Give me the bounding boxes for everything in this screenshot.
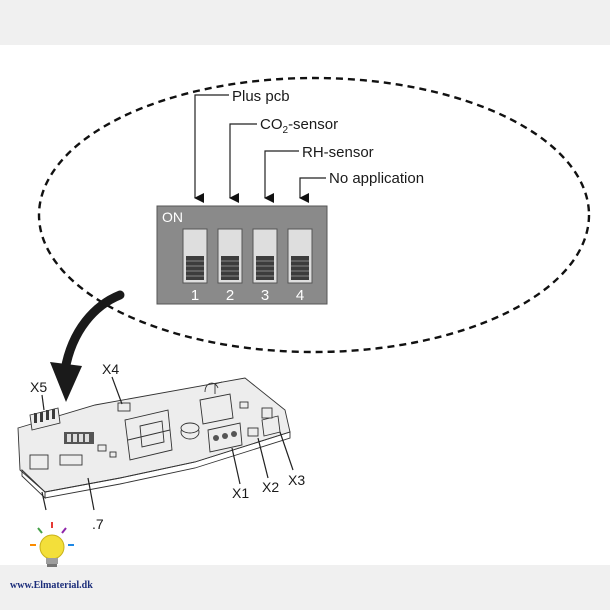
terminal-block-x1 bbox=[207, 422, 243, 453]
connector-x2-body bbox=[247, 427, 259, 437]
leader-x2 bbox=[257, 437, 269, 479]
switch-slot-2 bbox=[217, 228, 243, 284]
on-label: ON bbox=[162, 209, 183, 225]
label-rh-sensor: RH-sensor bbox=[302, 144, 374, 161]
lightbulb-icon bbox=[30, 522, 74, 567]
dip-switch: ON bbox=[156, 205, 328, 305]
leader-x7 bbox=[87, 477, 95, 511]
leader-x3 bbox=[279, 431, 294, 471]
label-co2-prefix: CO bbox=[260, 116, 283, 133]
curved-arrow bbox=[50, 290, 125, 402]
label-co2-subscript: 2 bbox=[283, 125, 289, 136]
connector-x5-body bbox=[29, 407, 61, 431]
leader-x4 bbox=[111, 376, 123, 405]
relay bbox=[199, 393, 234, 425]
label-x1: X1 bbox=[232, 485, 249, 501]
switch-slot-1 bbox=[182, 228, 208, 284]
transformer bbox=[124, 409, 173, 461]
switch-slot-4 bbox=[287, 228, 313, 284]
pcb-board bbox=[17, 377, 291, 500]
leader-switch-1 bbox=[194, 94, 229, 203]
leader-x5 bbox=[41, 394, 45, 411]
logo-text: www.Elmaterial.dk bbox=[10, 580, 93, 591]
leader-extra bbox=[41, 491, 47, 511]
label-no-application: No application bbox=[329, 170, 424, 187]
switch-number-4: 4 bbox=[296, 287, 304, 304]
switch-number-1: 1 bbox=[191, 287, 199, 304]
label-x3: X3 bbox=[288, 472, 305, 488]
leader-switch-4 bbox=[299, 177, 326, 203]
label-x2: X2 bbox=[262, 479, 279, 495]
switch-slot-3 bbox=[252, 228, 278, 284]
label-co2-suffix: -sensor bbox=[288, 116, 338, 133]
label-plus-pcb: Plus pcb bbox=[232, 88, 290, 105]
switch-number-3: 3 bbox=[261, 287, 269, 304]
label-x4: X4 bbox=[102, 361, 119, 377]
label-x7-partial: .7 bbox=[92, 516, 104, 532]
pcb-dip-switch bbox=[64, 432, 94, 444]
callout-ellipse bbox=[37, 76, 591, 354]
leader-switch-3 bbox=[264, 150, 299, 203]
leader-switch-2 bbox=[229, 123, 257, 203]
connector-x4-body bbox=[117, 402, 131, 412]
switch-number-2: 2 bbox=[226, 287, 234, 304]
label-co2-sensor: CO2-sensor bbox=[260, 116, 338, 136]
label-x5: X5 bbox=[30, 379, 47, 395]
leader-x1 bbox=[231, 447, 241, 485]
connector-x3-body bbox=[261, 415, 281, 437]
